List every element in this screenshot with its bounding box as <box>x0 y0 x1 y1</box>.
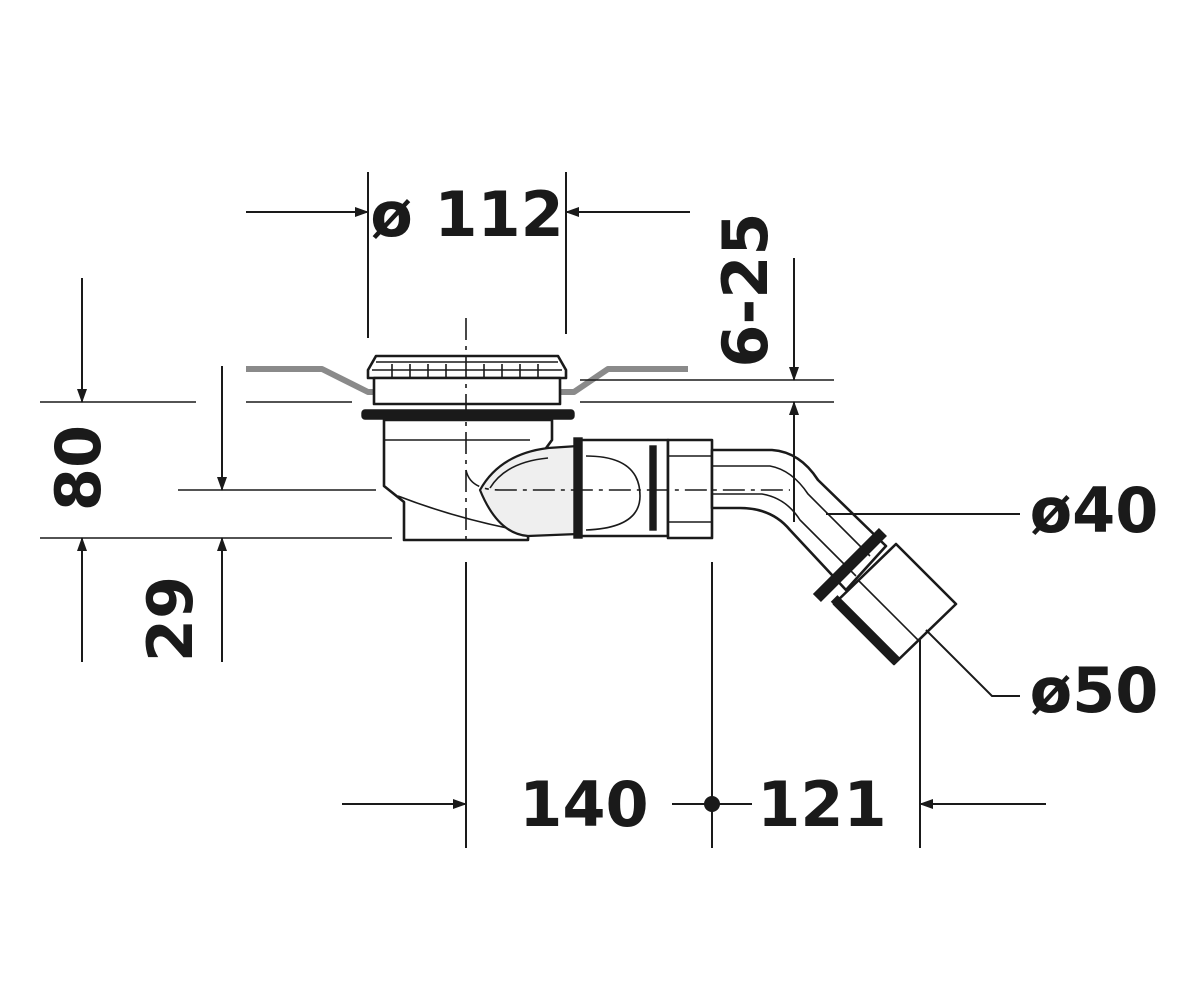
outlet-height-label: 29 <box>134 576 207 662</box>
offset-datum-dot <box>704 796 720 812</box>
outlet-ring <box>812 527 887 603</box>
offset-second-label: 121 <box>757 768 886 841</box>
outlet-diameter-inner-label: ø40 <box>1030 474 1159 547</box>
offset-first-label: 140 <box>519 768 648 841</box>
dimension-lines <box>40 172 1046 848</box>
pipe-nut <box>666 438 714 540</box>
grate-slots <box>391 364 539 378</box>
outlet-diameter-outer-label: ø50 <box>1030 654 1159 727</box>
drain-assembly <box>246 354 958 666</box>
grate-cap <box>366 354 568 380</box>
outlet-pipe <box>710 448 888 592</box>
sealing-flange <box>361 409 575 420</box>
adjust-range-label: 6-25 <box>709 212 782 367</box>
total-height-label: 80 <box>42 425 115 511</box>
collar <box>372 376 562 406</box>
grate-diameter-label: ø 112 <box>370 178 564 251</box>
center-lines <box>465 318 790 540</box>
